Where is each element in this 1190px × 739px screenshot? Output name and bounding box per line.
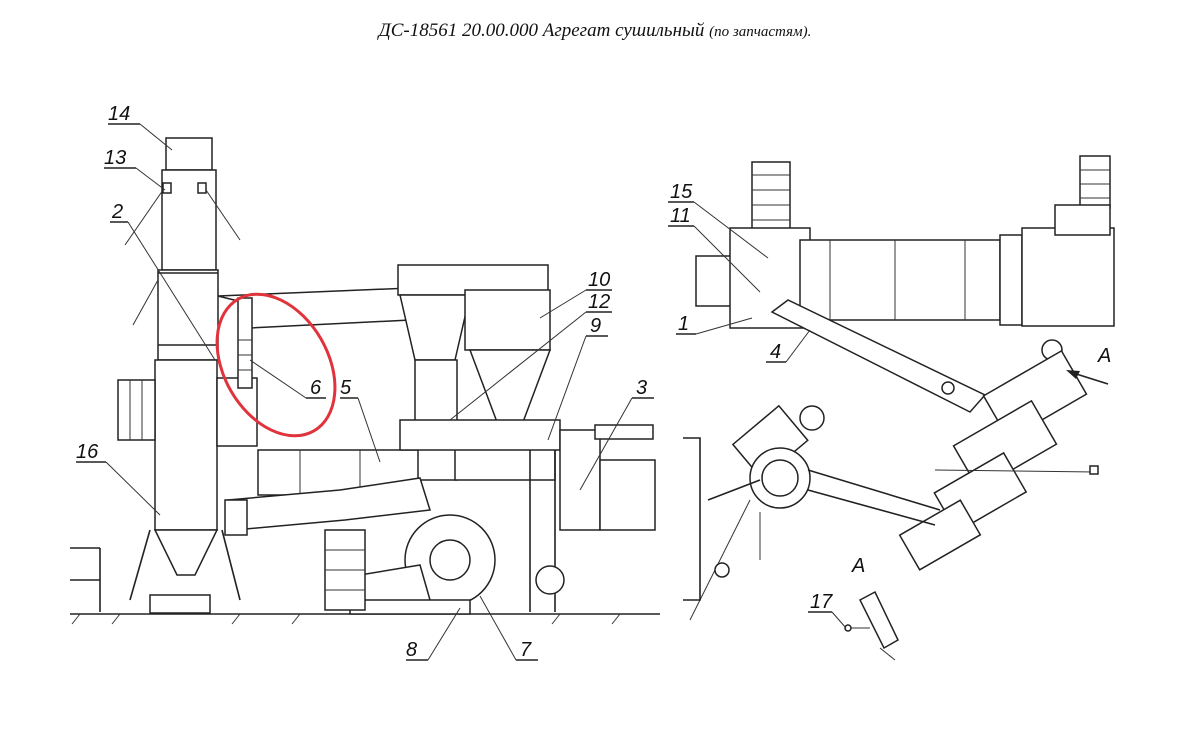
svg-text:13: 13: [104, 147, 126, 169]
title-sub: (по запчастям).: [709, 24, 812, 40]
svg-text:16: 16: [76, 441, 99, 463]
drum-end: [999, 234, 1023, 326]
callout-9: 9: [547, 315, 608, 441]
ground-hatch: [71, 613, 621, 625]
equipment-cabinet: [599, 459, 656, 531]
inspection-port: [799, 405, 825, 431]
svg-text:1: 1: [678, 313, 689, 335]
callout-11: 11: [668, 205, 761, 293]
callout-10: 10: [539, 269, 612, 319]
callout-15: 15: [668, 181, 769, 259]
support-frame: [399, 419, 561, 451]
filter-cluster: [898, 349, 1088, 571]
filter-housing: [464, 289, 551, 351]
callout-17: 17: [808, 591, 847, 629]
callout-1: 1: [676, 313, 753, 335]
svg-text:3: 3: [636, 377, 647, 399]
flue-connector: [237, 297, 253, 389]
svg-text:15: 15: [670, 181, 693, 203]
chimney-cap: [165, 137, 213, 171]
section-a-detail: [844, 590, 899, 661]
svg-text:9: 9: [590, 315, 601, 337]
platform-frame: [216, 377, 258, 447]
callout-13: 13: [104, 147, 166, 191]
callout-2: 2: [110, 201, 216, 361]
section-a-label: А: [851, 555, 865, 577]
callouts-right: 15 11 1 4 17: [668, 181, 847, 629]
furnace-tower: [154, 359, 218, 531]
title-main: ДС-18561 20.00.000 Агрегат сушильный: [378, 20, 705, 41]
svg-text:2: 2: [111, 201, 123, 223]
callout-4: 4: [766, 329, 811, 363]
callout-12: 12: [449, 291, 612, 421]
fan-inlet: [359, 564, 431, 606]
loading-conveyor: [751, 161, 791, 233]
motor: [535, 565, 565, 595]
plan-view: А А: [683, 155, 1115, 661]
plan-drum: [799, 239, 1001, 321]
svg-text:17: 17: [810, 591, 833, 613]
svg-text:12: 12: [588, 291, 610, 313]
callout-3: 3: [579, 377, 654, 491]
chimney-bracket-right: [197, 182, 207, 194]
callout-14: 14: [108, 103, 173, 151]
callout-6: 6: [249, 359, 326, 399]
svg-text:4: 4: [770, 341, 781, 363]
svg-text:11: 11: [670, 205, 691, 227]
filter-hopper: [468, 349, 552, 431]
cyclone-cone-left: [399, 294, 471, 361]
furnace-base: [149, 594, 211, 614]
plan-rail: [683, 437, 701, 601]
svg-text:7: 7: [520, 639, 532, 661]
platform-railing: [117, 379, 156, 441]
callout-8: 8: [406, 607, 461, 661]
svg-text:8: 8: [406, 639, 417, 661]
ladder: [1079, 155, 1111, 209]
fan-base: [349, 599, 471, 615]
highlight-ellipse: [215, 292, 337, 438]
svg-text:6: 6: [310, 377, 322, 399]
pipe-rack: [594, 424, 654, 440]
side-elevation-view: [70, 137, 660, 625]
callout-7: 7: [479, 595, 538, 661]
control-cabinet: [559, 429, 601, 531]
chimney-bracket-left: [162, 182, 172, 194]
furnace-hopper: [153, 529, 219, 576]
drive-unit: [1021, 227, 1115, 327]
drive-platform: [1054, 204, 1111, 236]
view-a-label: А: [1097, 345, 1111, 367]
drawing-title: ДС-18561 20.00.000 Агрегат сушильный (по…: [0, 20, 1190, 42]
callouts-left: 14 13 2 16 6 5 10 12: [76, 103, 654, 661]
callout-16: 16: [76, 441, 161, 516]
svg-text:5: 5: [340, 377, 352, 399]
svg-text:10: 10: [588, 269, 610, 291]
svg-text:14: 14: [108, 103, 130, 125]
burner-flange: [224, 499, 248, 536]
callout-5: 5: [340, 377, 381, 463]
